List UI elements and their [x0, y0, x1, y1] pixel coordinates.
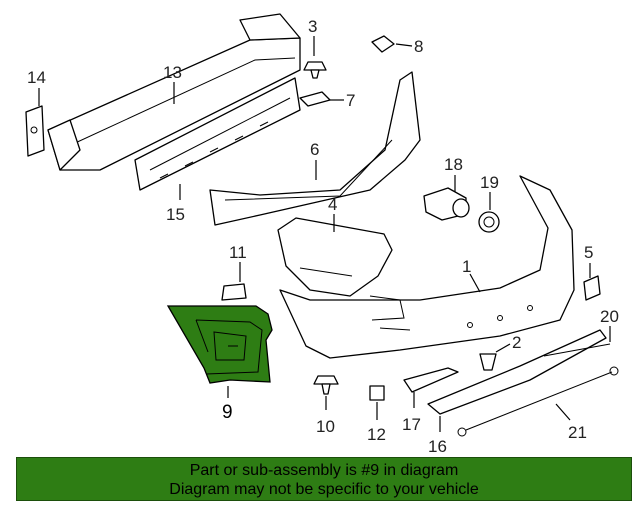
part-15-absorber	[134, 77, 301, 191]
part-7-pad	[299, 91, 331, 107]
callout-10: 10	[316, 417, 335, 436]
callout-15: 15	[166, 205, 185, 224]
callout-20: 20	[600, 307, 619, 326]
banner-line-1: Part or sub-assembly is #9 in diagram	[189, 462, 459, 479]
part-2-clip	[479, 353, 497, 371]
part-4-inner-panel	[277, 217, 393, 297]
part-20-strip	[543, 343, 611, 357]
callout-2: 2	[512, 333, 521, 352]
callout-4: 4	[328, 195, 337, 214]
part-17-trim	[403, 367, 459, 393]
part-6-support	[209, 71, 421, 226]
callout-5: 5	[584, 243, 593, 262]
part-14-bracket	[25, 105, 45, 157]
callout-19: 19	[480, 173, 499, 192]
info-banner: Part or sub-assembly is #9 in diagram Di…	[16, 457, 632, 501]
part-10-bolt	[313, 375, 339, 395]
banner-line-2: Diagram may not be specific to your vehi…	[169, 481, 479, 498]
callout-6: 6	[310, 140, 319, 159]
callout-1: 1	[462, 257, 471, 276]
part-1-bumper-cover	[279, 175, 575, 359]
callout-9: 9	[222, 402, 233, 423]
leader-lines	[38, 36, 611, 432]
callout-7: 7	[346, 91, 355, 110]
part-18-sensor	[423, 187, 470, 221]
callout-12: 12	[367, 425, 386, 444]
part-8-clip	[371, 35, 395, 53]
callout-3: 3	[308, 17, 317, 36]
callout-21: 21	[568, 423, 587, 442]
part-21-cable	[457, 366, 619, 437]
callout-17: 17	[402, 415, 421, 434]
part-5-reflector	[583, 275, 601, 301]
part-16-lower-trim	[427, 329, 607, 415]
part-3-clip	[303, 61, 327, 79]
callout-18: 18	[444, 155, 463, 174]
callout-11: 11	[229, 243, 247, 262]
callout-16: 16	[428, 437, 447, 456]
callout-8: 8	[414, 37, 423, 56]
part-19-ring	[478, 211, 500, 233]
part-11-bracket	[221, 283, 247, 301]
callout-14: 14	[27, 68, 46, 87]
parts-diagram: 14 13 3 8 7 6 15 18 19 4 11 5 1 20 2 9 1…	[25, 13, 619, 456]
callout-13: 13	[163, 63, 182, 82]
part-9-bracket-highlighted	[166, 305, 273, 384]
part-12-clip	[369, 385, 385, 401]
